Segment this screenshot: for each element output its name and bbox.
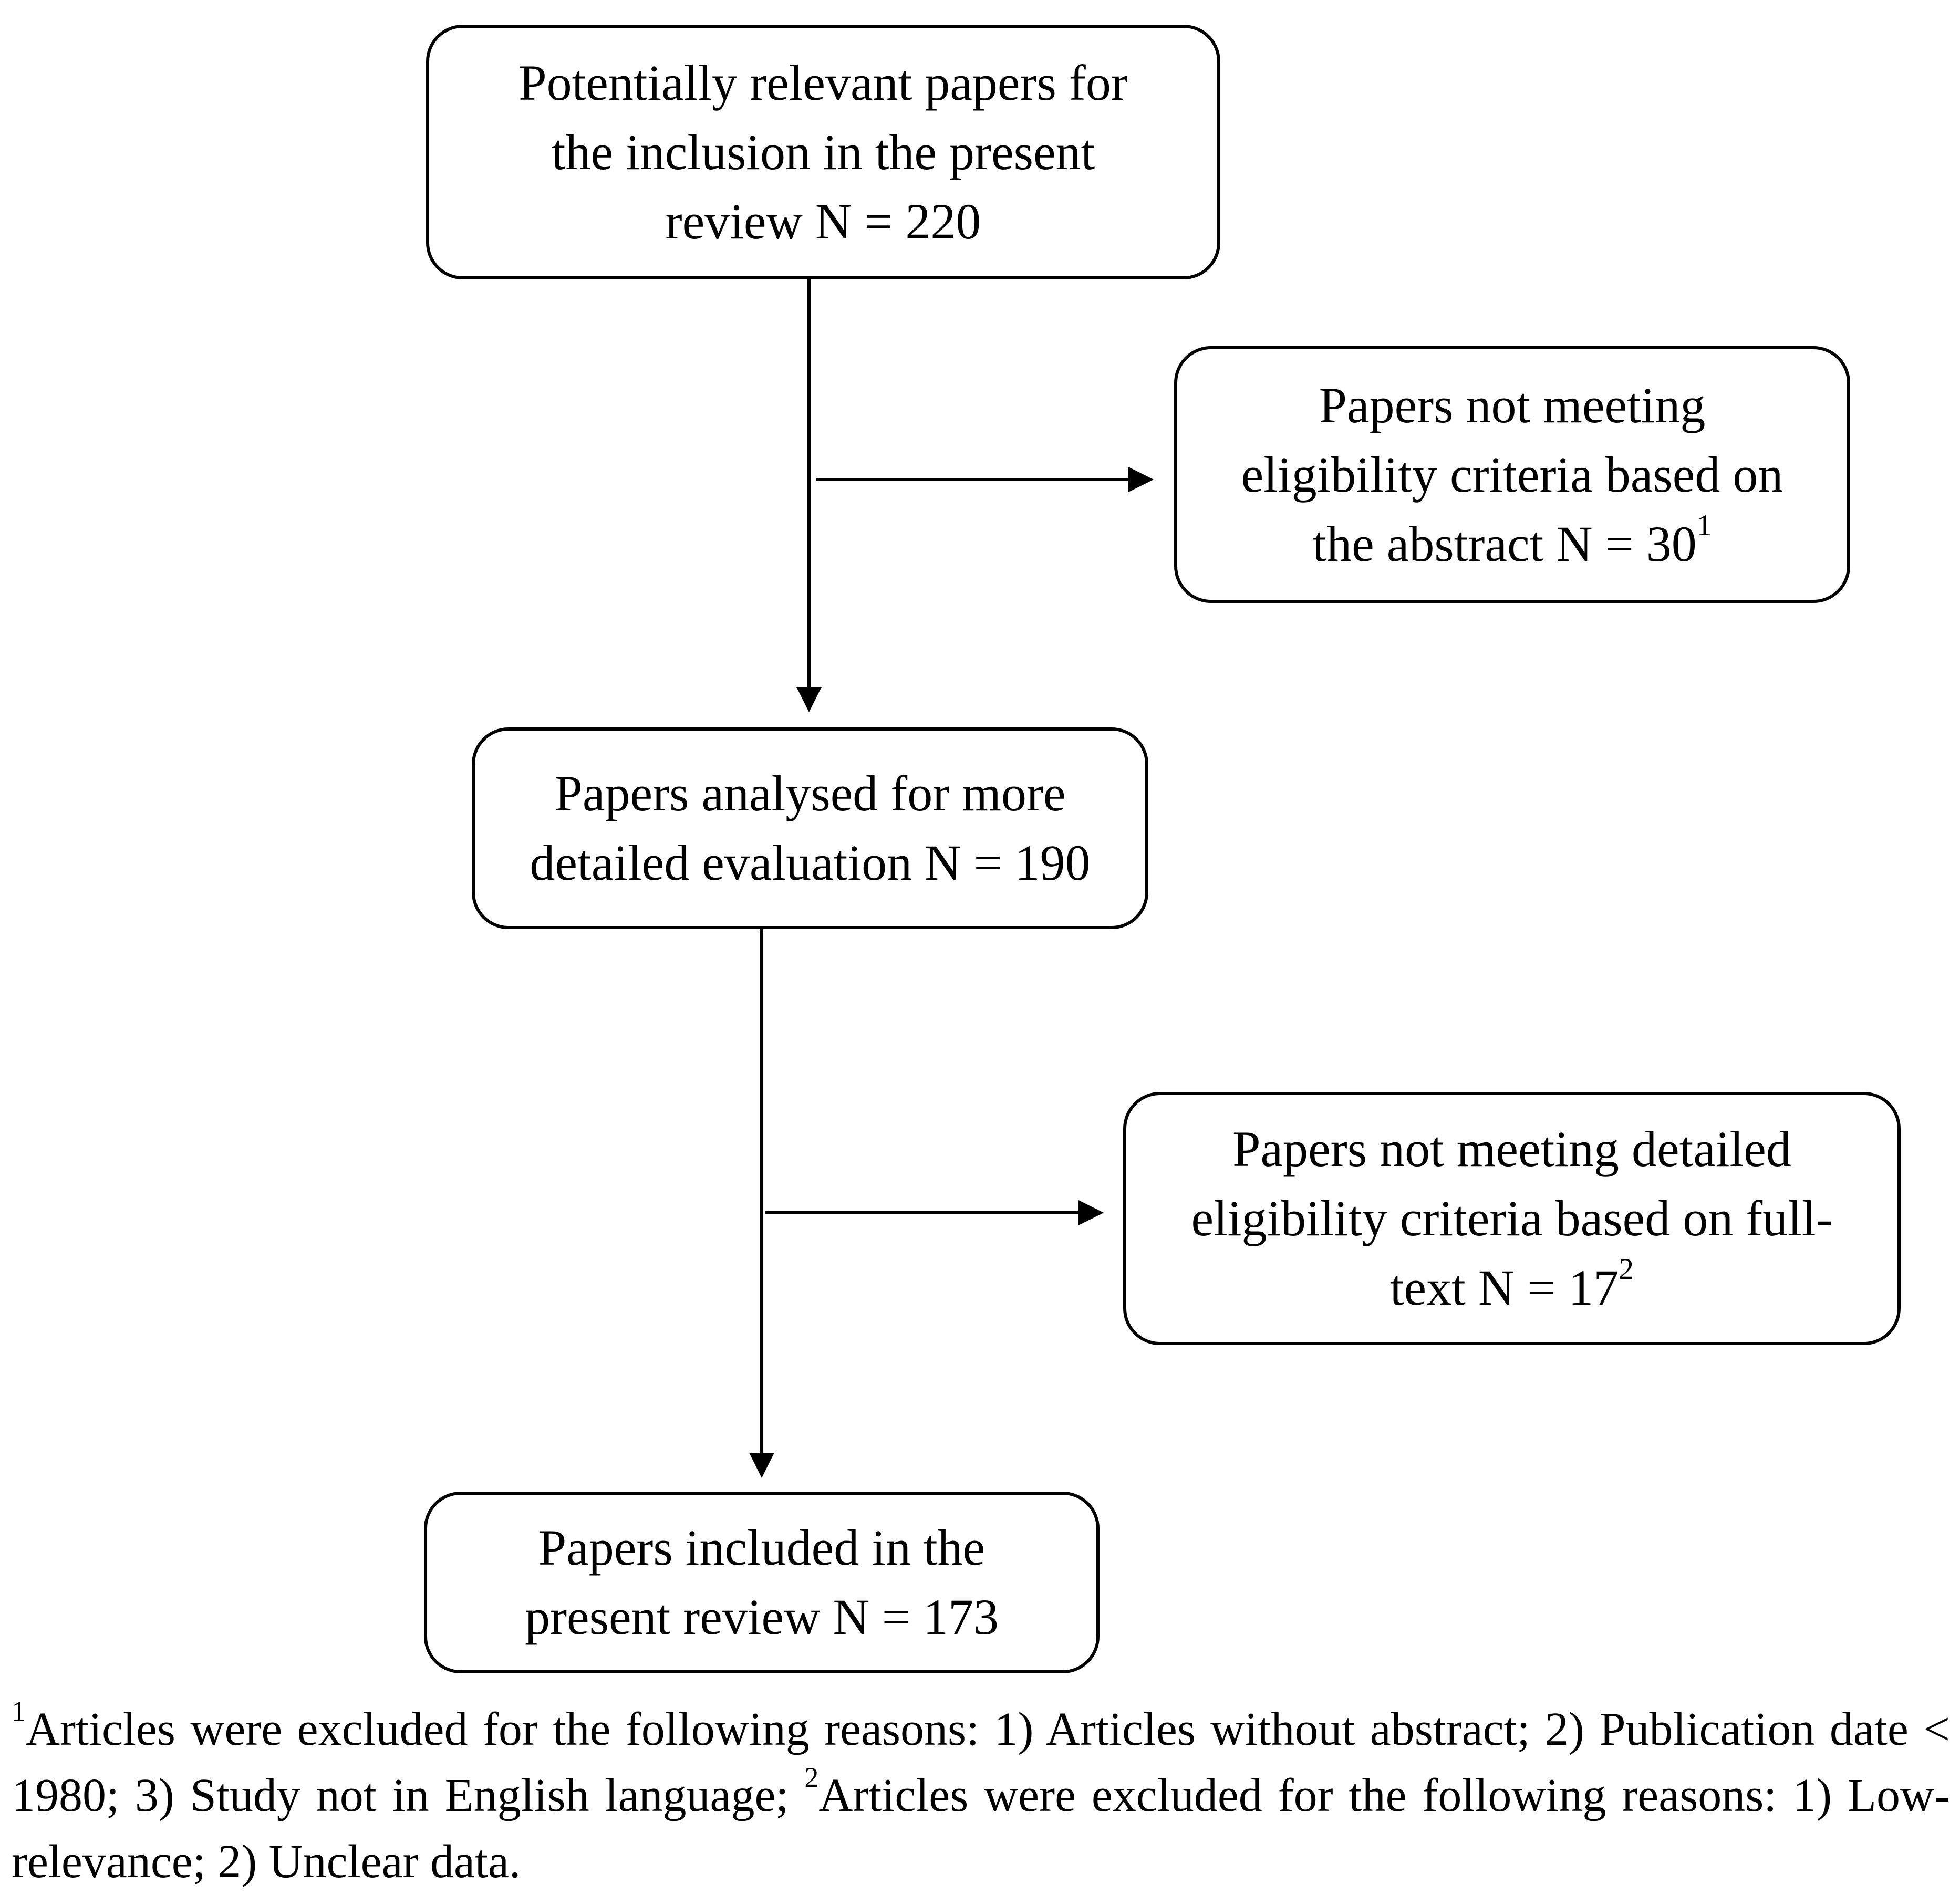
box-excluded-full-text: Papers not meeting detailed eligibility … <box>1123 1092 1901 1345</box>
box5-line-2: present review N = 173 <box>525 1589 999 1645</box>
box2-line-2: eligibility criteria based on <box>1241 446 1783 503</box>
box-papers-included-text: Papers included in the present review N … <box>525 1513 999 1652</box>
box4-footnote-marker: 2 <box>1619 1253 1634 1286</box>
box-papers-analysed-text: Papers analysed for more detailed evalua… <box>530 759 1090 898</box>
box-excluded-full-text-text: Papers not meeting detailed eligibility … <box>1191 1115 1833 1323</box>
box4-line-3-wrap: text N = 172 <box>1191 1253 1833 1323</box>
footnote-marker-2: 2 <box>804 1762 819 1794</box>
box-papers-analysed: Papers analysed for more detailed evalua… <box>472 727 1148 929</box>
box2-line-3: the abstract N = 30 <box>1312 515 1697 572</box>
box3-line-2: detailed evaluation N = 190 <box>530 835 1091 891</box>
footnote-text-2: Articles were excluded for the following… <box>12 1769 1950 1888</box>
box4-line-2: eligibility criteria based on full- <box>1191 1190 1833 1246</box>
box2-line-1: Papers not meeting <box>1319 377 1706 433</box>
box-potentially-relevant-papers: Potentially relevant papers for the incl… <box>426 25 1220 279</box>
box-potentially-relevant-papers-text: Potentially relevant papers for the incl… <box>518 48 1128 256</box>
box2-line-3-wrap: the abstract N = 301 <box>1241 509 1783 579</box>
footnote-text-1: Articles were excluded for the following… <box>12 1703 1950 1821</box>
box5-line-1: Papers included in the <box>538 1519 986 1576</box>
box-excluded-abstract-text: Papers not meeting eligibility criteria … <box>1241 371 1783 579</box>
box-papers-included: Papers included in the present review N … <box>424 1492 1100 1673</box>
footnote: 1Articles were excluded for the followin… <box>12 1696 1950 1895</box>
box-excluded-abstract: Papers not meeting eligibility criteria … <box>1174 346 1850 603</box>
box2-footnote-marker: 1 <box>1696 508 1712 542</box>
box4-line-3: text N = 17 <box>1389 1259 1619 1316</box>
box4-line-1: Papers not meeting detailed <box>1232 1121 1791 1177</box>
box1-line-2: the inclusion in the present <box>551 123 1095 180</box>
box1-line-1: Potentially relevant papers for <box>518 54 1128 111</box>
box1-line-3: review N = 220 <box>665 193 981 249</box>
box3-line-1: Papers analysed for more <box>554 765 1066 821</box>
footnote-marker-1: 1 <box>12 1695 26 1727</box>
